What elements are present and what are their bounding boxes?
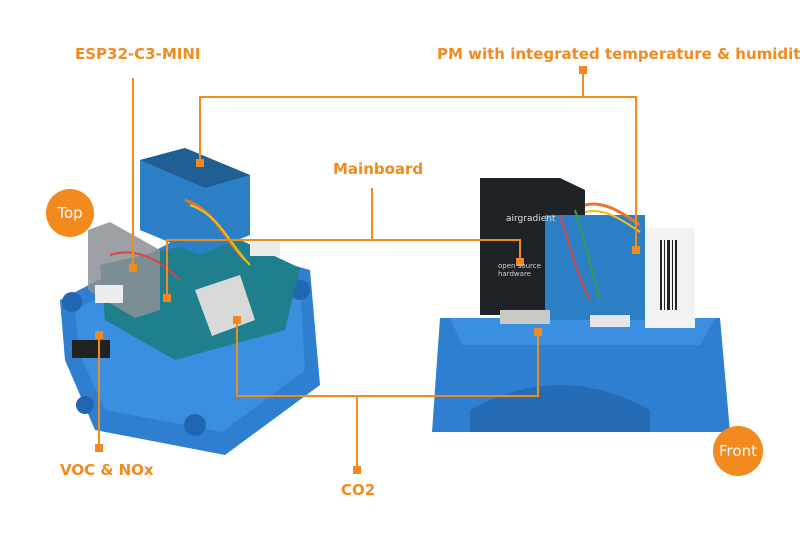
callout-mainboard-left <box>166 188 373 298</box>
device-open-hardware-text: open source hardware <box>498 262 541 278</box>
screw-boss <box>184 414 206 436</box>
left-connector <box>95 285 123 303</box>
callout-lines <box>98 70 637 470</box>
callout-dots <box>95 66 640 474</box>
badge-top: Top <box>46 189 94 237</box>
right-wire <box>574 209 601 301</box>
callout-co2-path <box>236 320 539 397</box>
left-pm-sensor-top <box>140 148 250 188</box>
dot-mainboard-left <box>163 294 171 302</box>
left-device <box>60 148 320 455</box>
callout-pm-left <box>199 70 584 163</box>
label-esp32: ESP32-C3-MINI <box>75 45 201 63</box>
dot-pm-left <box>196 159 204 167</box>
barcode <box>660 240 677 310</box>
right-device <box>432 178 730 432</box>
label-mainboard: Mainboard <box>333 160 424 178</box>
dot-mainboard-right <box>516 258 524 266</box>
right-connector <box>590 315 630 327</box>
dot-voc <box>95 331 103 339</box>
dot-pm-right <box>632 246 640 254</box>
right-pm-sensor <box>545 215 645 320</box>
screw-boss <box>76 396 94 414</box>
dot-co2-bottom <box>353 466 361 474</box>
dot-co2-left <box>233 316 241 324</box>
dot-co2-right <box>534 328 542 336</box>
dot-pm-top <box>579 66 587 74</box>
left-voc-sensor <box>72 340 110 358</box>
device-brand-text: airgradient <box>506 214 556 224</box>
dot-esp32 <box>129 264 137 272</box>
callout-pm-right <box>583 96 637 250</box>
left-connector <box>250 242 280 256</box>
right-wire <box>559 214 591 301</box>
dot-voc-bottom <box>95 444 103 452</box>
label-pm: PM with integrated temperature & humidit… <box>437 45 800 63</box>
screw-boss <box>62 292 82 312</box>
right-connector <box>500 310 550 324</box>
left-wire <box>109 251 181 281</box>
label-voc: VOC & NOx <box>60 461 154 479</box>
callout-mainboard-right <box>372 239 521 262</box>
label-co2: CO2 <box>341 481 376 499</box>
left-wire <box>189 204 251 266</box>
badge-front: Front <box>713 426 763 476</box>
